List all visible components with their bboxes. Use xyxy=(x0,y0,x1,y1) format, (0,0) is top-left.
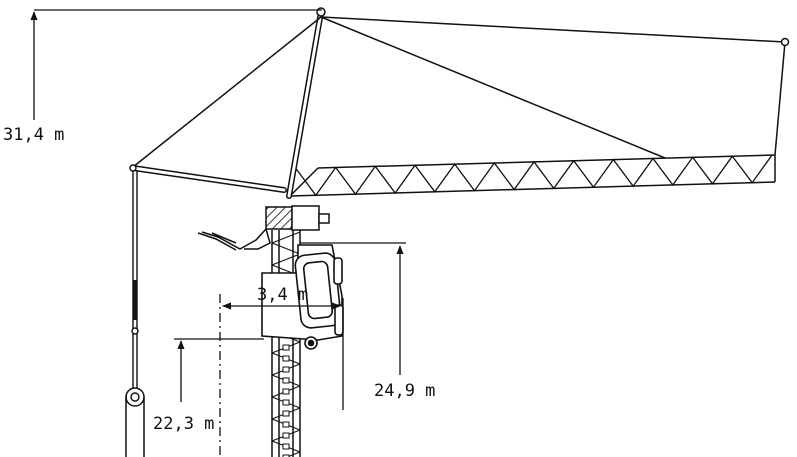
mast-ladder-rung xyxy=(282,344,290,351)
slewing-machinery xyxy=(291,205,320,231)
mast-ladder-rung xyxy=(282,355,290,362)
jib xyxy=(289,154,776,197)
mast-brace xyxy=(271,242,301,255)
jib-lattice xyxy=(295,154,773,197)
mast-head-tube-inner xyxy=(287,10,323,198)
mast-ladder-rung xyxy=(282,421,290,428)
counter-jib-pendant xyxy=(132,16,322,168)
dimension-labels: 31,4 m 3,4 m 24,9 m 22,3 m xyxy=(3,125,435,434)
jib-pendant-to-tip xyxy=(320,16,786,43)
jib-top-chord xyxy=(317,154,776,169)
cab-bumper-bottom xyxy=(334,304,344,336)
hook-sheave-inner xyxy=(130,392,140,402)
cab-width-label: 3,4 m xyxy=(257,285,308,305)
mast-ladder-rung xyxy=(282,399,290,406)
mast-brace xyxy=(271,253,301,266)
hoist xyxy=(125,171,145,457)
access-ladder xyxy=(201,227,271,250)
cab-bumper-top xyxy=(333,257,343,285)
mast-ladder-rung xyxy=(282,377,290,384)
mast-ladder-rung xyxy=(282,366,290,373)
mast-ladder-rung xyxy=(282,410,290,417)
slewing-ring-hatched xyxy=(265,206,293,230)
access-ladder-strut xyxy=(211,232,237,244)
mast-ladder-rung xyxy=(282,388,290,395)
mast-ladder-rung xyxy=(282,443,290,450)
cab-top-height-label: 24,9 m xyxy=(374,381,435,401)
counter-jib xyxy=(129,164,287,193)
jib-tip-tie xyxy=(774,41,786,156)
pendant-lines xyxy=(132,16,790,168)
hook-sheave-outer xyxy=(125,387,145,407)
cab-window-pane xyxy=(302,260,334,320)
slewing-unit xyxy=(197,205,330,251)
cab-mount-hub xyxy=(307,339,315,347)
mast-ladder-rung xyxy=(282,432,290,439)
mast-brace xyxy=(271,231,301,244)
counter-jib-tube-inner xyxy=(131,166,286,192)
rope-clamp xyxy=(131,327,139,335)
slewing-motor xyxy=(318,213,330,224)
jib-bottom-chord xyxy=(289,181,776,197)
dimensions xyxy=(30,9,406,457)
access-ladder-rail xyxy=(197,232,237,251)
mast-ladder-rung xyxy=(282,454,290,457)
cab-floor-height-label: 22,3 m xyxy=(153,414,214,434)
total-height-label: 31,4 m xyxy=(3,125,64,145)
jib-pendant-to-mid xyxy=(320,16,666,159)
jib-tip-pin xyxy=(780,37,790,47)
jib-root xyxy=(289,167,319,197)
counter-jib-end-pin xyxy=(129,164,137,172)
mast-head-top-pin xyxy=(316,7,326,17)
mast-brace xyxy=(285,451,301,457)
